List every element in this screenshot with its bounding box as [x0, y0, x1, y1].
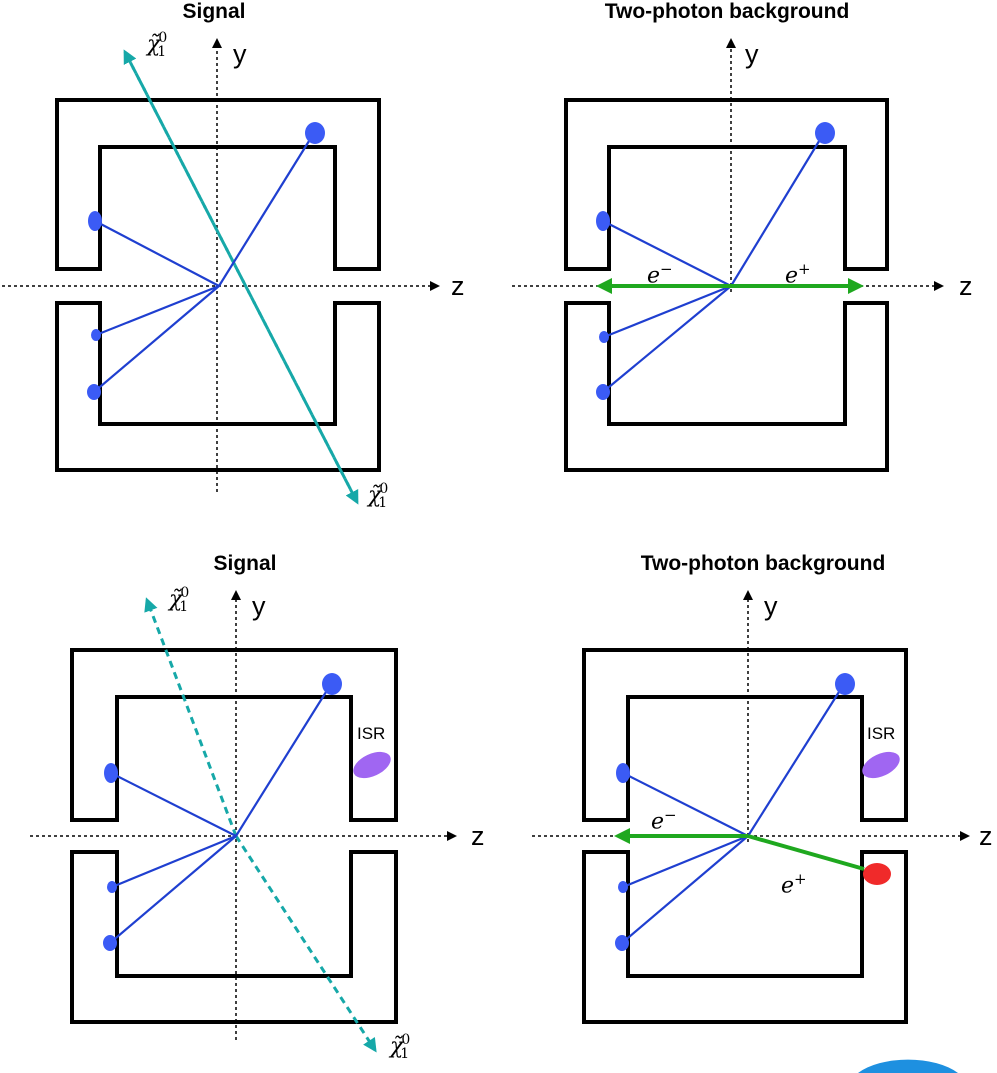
charged-track: [747, 683, 845, 837]
neutralino-symbol: χ̃: [169, 587, 183, 612]
charged-track: [218, 132, 315, 287]
detector-hit: [305, 122, 325, 144]
detector-hit: [87, 384, 101, 400]
corner-badge: [858, 1059, 958, 1073]
panel-title: Two-photon background: [640, 552, 886, 575]
detector-hit: [615, 935, 629, 951]
detector-hit: [596, 211, 610, 231]
detector-hit: [107, 881, 117, 893]
z-axis-label: z: [451, 271, 465, 301]
neutralino-label: χ̃01: [390, 1033, 421, 1061]
isr-label: ISR: [357, 724, 386, 743]
panel-two-photon-bottom: [532, 590, 970, 1024]
detector-outline-lower: [55, 301, 381, 472]
y-axis-label: y: [252, 591, 266, 621]
charged-track: [622, 834, 749, 889]
detector-outline-upper: [70, 648, 398, 822]
charged-track: [621, 835, 749, 944]
neutralino-symbol: χ̃: [368, 483, 382, 508]
detector-outline-upper: [55, 98, 381, 271]
charged-track: [110, 772, 237, 837]
isr-label: ISR: [867, 724, 896, 743]
neutralino-symbol: χ̃: [390, 1034, 404, 1059]
neutralino-label: χ̃01: [169, 586, 200, 614]
z-axis-label: z: [959, 271, 973, 301]
detector-hit: [88, 211, 102, 231]
y-axis-label: y: [764, 591, 778, 621]
panel-signal-top: [2, 38, 440, 505]
positron-label: e+: [781, 872, 807, 897]
neutralino-subscript: 1: [400, 1046, 410, 1062]
y-axis-label: y: [745, 39, 759, 69]
neutralino-subscript: 1: [179, 599, 189, 615]
neutralino-subscript: 1: [378, 495, 388, 511]
positron-label: e+: [785, 262, 811, 287]
electron-charge: −: [664, 806, 677, 824]
neutralino-superscript: 0: [158, 30, 168, 46]
electron-symbol: e: [647, 263, 661, 289]
positron-hit: [863, 863, 891, 885]
neutralino-label: χ̃01: [147, 31, 178, 59]
electron-label: e−: [651, 808, 677, 833]
positron-symbol: e: [785, 263, 799, 289]
positron-symbol: e: [781, 873, 795, 899]
charged-track: [93, 285, 220, 393]
neutralino-superscript: 0: [379, 481, 389, 497]
detector-outline-lower: [582, 850, 908, 1024]
panel-title: Signal: [213, 552, 277, 575]
charged-track: [235, 683, 332, 837]
detector-hit: [616, 763, 630, 783]
y-axis-label: y: [233, 39, 247, 69]
charged-track: [109, 835, 237, 944]
charged-track: [730, 132, 825, 287]
positron-charge: +: [794, 870, 807, 888]
detector-outline-lower: [70, 850, 398, 1024]
detector-hit: [103, 935, 117, 951]
neutralino-symbol: χ̃: [147, 32, 161, 57]
charged-track: [602, 220, 732, 287]
detector-hit: [599, 331, 609, 343]
panel-title: Signal: [182, 0, 246, 23]
electron-symbol: e: [651, 809, 665, 835]
panel-title: Two-photon background: [604, 0, 850, 23]
detector-hit: [596, 384, 610, 400]
neutralino-superscript: 0: [180, 585, 190, 601]
neutralino-superscript: 0: [401, 1032, 411, 1048]
z-axis-label: z: [979, 821, 993, 851]
panel-signal-bottom: [30, 590, 457, 1053]
neutralino-label: χ̃01: [368, 482, 399, 510]
charged-track: [603, 284, 732, 339]
neutralino-track-lower: [234, 835, 377, 1053]
neutralino-track: [144, 597, 238, 837]
neutralino-subscript: 1: [157, 44, 167, 60]
charged-track: [94, 220, 220, 287]
detector-hit: [815, 122, 835, 144]
detector-hit: [618, 881, 628, 893]
detector-outline-upper: [564, 98, 889, 271]
charged-track: [602, 285, 732, 393]
detector-hit: [835, 673, 855, 695]
z-axis-label: z: [471, 821, 485, 851]
detector-hit: [104, 763, 118, 783]
electron-label: e−: [647, 262, 673, 287]
charged-track: [95, 284, 220, 337]
panel-two-photon-top: [512, 38, 944, 472]
electron-charge: −: [660, 260, 673, 278]
positron-track: [747, 834, 865, 871]
detector-hit: [322, 673, 342, 695]
isr-hit: [862, 751, 900, 779]
neutralino-track-lower: [123, 51, 359, 505]
detector-hit: [91, 329, 101, 341]
detector-outline-lower: [564, 301, 889, 472]
charged-track: [622, 772, 749, 837]
detector-outline-upper: [582, 648, 908, 822]
isr-hit: [353, 751, 391, 779]
positron-charge: +: [798, 260, 811, 278]
charged-track: [111, 834, 237, 889]
